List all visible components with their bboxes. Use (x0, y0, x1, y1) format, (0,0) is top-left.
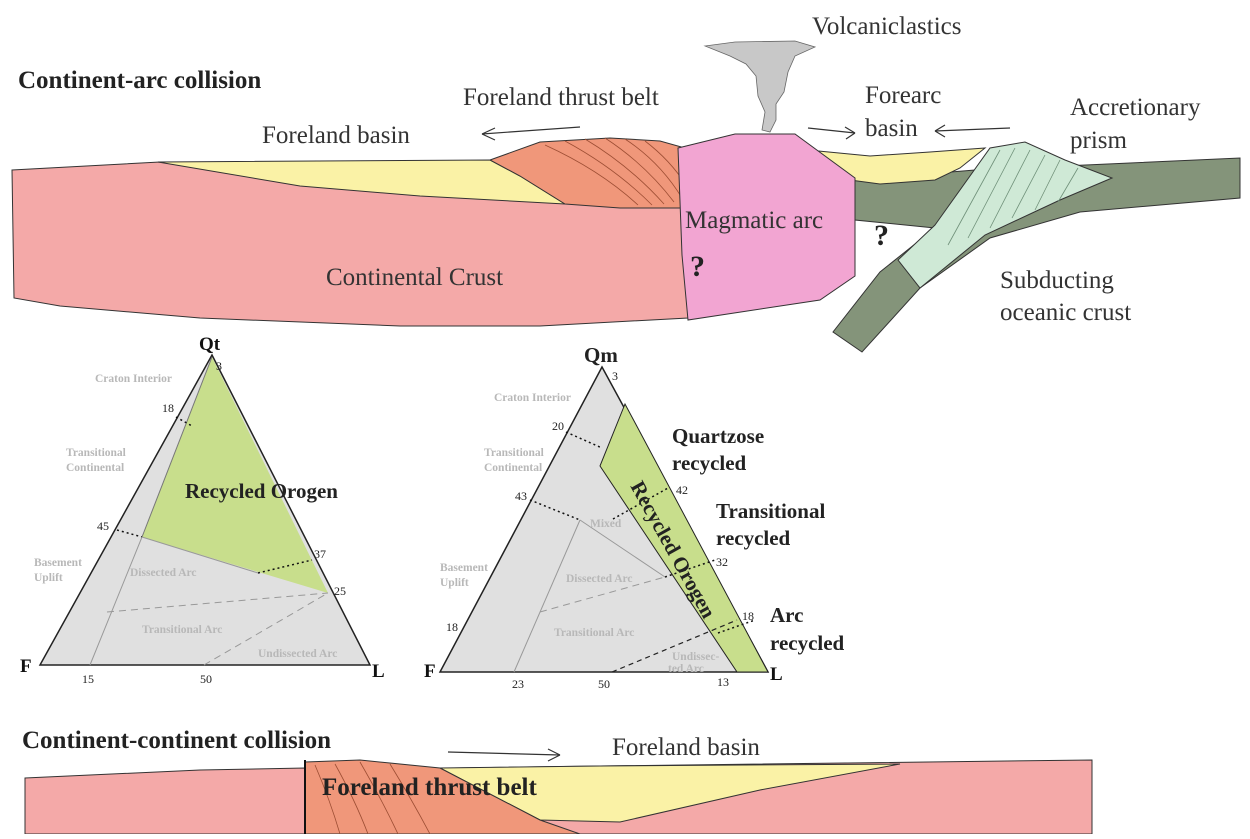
qtfl-undissected-arc: Undissected Arc (258, 648, 337, 660)
continent-arc-cross-section: Continent-arc collision Volcaniclastics … (11, 13, 1241, 353)
qtfl-apex-l: L (372, 661, 385, 682)
qmflt-apex-f: F (424, 661, 436, 682)
qmflt-tick-3: 3 (612, 369, 618, 383)
volcaniclastic-plume (703, 40, 817, 133)
qtfl-tick-18: 18 (162, 401, 174, 415)
qtfl-dotted-lines (116, 416, 313, 574)
arc-section-title: Continent-arc collision (18, 67, 261, 94)
foreland-arrow (481, 126, 581, 141)
qmflt-tick-18-left: 18 (446, 620, 458, 634)
accretionary-prism-label-line2: prism (1070, 127, 1128, 154)
qmflt-mixed: Mixed (590, 518, 622, 530)
quartzose-recycled-2: recycled (672, 451, 747, 475)
qtfl-apex-qt: Qt (199, 334, 221, 355)
qtfl-basement-uplift-1: Basement (34, 557, 82, 569)
arc-recycled-1: Arc (770, 603, 803, 627)
qmflt-undissected-1: Undissec- (672, 651, 719, 663)
qmflt-ternary-diagram: Qm F L 3 20 43 18 42 32 18 23 50 13 Crat… (424, 343, 845, 691)
qmflt-tick-43: 43 (515, 489, 527, 503)
qtfl-tick-15: 15 (82, 672, 94, 686)
qtfl-recycled-orogen-label: Recycled Orogen (185, 479, 338, 503)
subducting-label-line2: oceanic crust (1000, 299, 1131, 326)
qmflt-tick-13: 13 (717, 675, 729, 689)
qmflt-tick-50: 50 (598, 677, 610, 691)
arc-recycled-2: recycled (770, 631, 845, 655)
foreland-thrust-belt-label-lower: Foreland thrust belt (322, 774, 537, 801)
qtfl-arc-line (141, 536, 259, 574)
qmflt-dashed-lines (539, 576, 666, 613)
qmflt-undissected-2: ted Arc (668, 663, 704, 675)
subducting-label-line1: Subducting (1000, 267, 1114, 294)
qmflt-tick-18-right: 18 (742, 609, 754, 623)
qtfl-dissected-arc: Dissected Arc (130, 567, 197, 579)
accretionary-prism (897, 141, 1114, 289)
qtfl-tick-50: 50 (200, 672, 212, 686)
qmflt-undissected-boundary (611, 619, 738, 673)
magmatic-arc-label: Magmatic arc (685, 207, 823, 234)
continental-crust-lower (24, 767, 306, 835)
qmflt-dotted-lines (529, 431, 756, 634)
qtfl-transitional-continental-2: Continental (66, 462, 124, 474)
qmflt-internal-lines (513, 519, 666, 673)
foreland-arrow-lower (447, 748, 561, 762)
qtfl-craton-interior: Craton Interior (95, 373, 172, 385)
qtfl-ternary-diagram: Qt F L 3 18 45 37 25 15 50 Craton Interi… (20, 334, 385, 686)
foreland-basin-label: Foreland basin (262, 122, 410, 149)
qtfl-tick-45: 45 (97, 519, 109, 533)
qmflt-apex-l: L (770, 664, 783, 685)
qtfl-basement-uplift-2: Uplift (34, 572, 63, 584)
qmflt-tick-32: 32 (716, 555, 728, 569)
foreland-basin-label-lower: Foreland basin (612, 734, 760, 761)
accretionary-prism-label-line1: Accretionary (1070, 94, 1201, 121)
forearc-label-line2: basin (865, 115, 918, 142)
qmflt-apex-qm: Qm (584, 343, 618, 367)
transitional-recycled-2: recycled (716, 526, 791, 550)
qtfl-dashed-lines (106, 592, 329, 666)
qtfl-tick-3: 3 (216, 359, 222, 373)
foreland-thrust-belt-label: Foreland thrust belt (463, 84, 659, 111)
quartzose-recycled-1: Quartzose (672, 424, 764, 448)
qtfl-tick-37: 37 (314, 547, 326, 561)
continental-crust-label: Continental Crust (326, 264, 503, 291)
qmflt-dissected-arc: Dissected Arc (566, 573, 633, 585)
qmflt-tick-42: 42 (676, 483, 688, 497)
forearc-basin (806, 147, 987, 185)
qtfl-transitional-continental-1: Transitional (66, 447, 126, 459)
arc-question-mark: ? (690, 250, 705, 283)
forearc-label-line1: Forearc (865, 82, 941, 109)
qmflt-tick-23: 23 (512, 677, 524, 691)
qtfl-basement-line (89, 536, 143, 666)
qmflt-craton-interior: Craton Interior (494, 392, 571, 404)
forearc-arrows (807, 124, 1011, 140)
qmflt-transitional-continental-1: Transitional (484, 447, 544, 459)
qtfl-apex-f: F (20, 656, 32, 677)
qmflt-basement-uplift-2: Uplift (440, 577, 469, 589)
continent-continent-cross-section: Continent-continent collision Foreland b… (22, 727, 1093, 835)
qmflt-recycled-orogen-field (599, 402, 769, 673)
qtfl-tick-25: 25 (334, 584, 346, 598)
continent-section-title: Continent-continent collision (22, 727, 331, 754)
forearc-question-mark: ? (874, 219, 889, 252)
thrust-belt-lines (544, 137, 687, 206)
qmflt-basement-uplift-1: Basement (440, 562, 488, 574)
qmflt-tick-20: 20 (552, 419, 564, 433)
volcaniclastics-label: Volcaniclastics (812, 13, 962, 40)
prism-thrust-lines (947, 147, 1079, 246)
qmflt-transitional-arc: Transitional Arc (554, 627, 634, 639)
magmatic-arc (677, 133, 856, 321)
qmflt-transitional-continental-2: Continental (484, 462, 542, 474)
transitional-recycled-1: Transitional (716, 499, 825, 523)
thrust-belt-lines-lower (314, 761, 431, 835)
qtfl-transitional-arc: Transitional Arc (142, 624, 222, 636)
qtfl-recycled-orogen-field (142, 357, 328, 593)
